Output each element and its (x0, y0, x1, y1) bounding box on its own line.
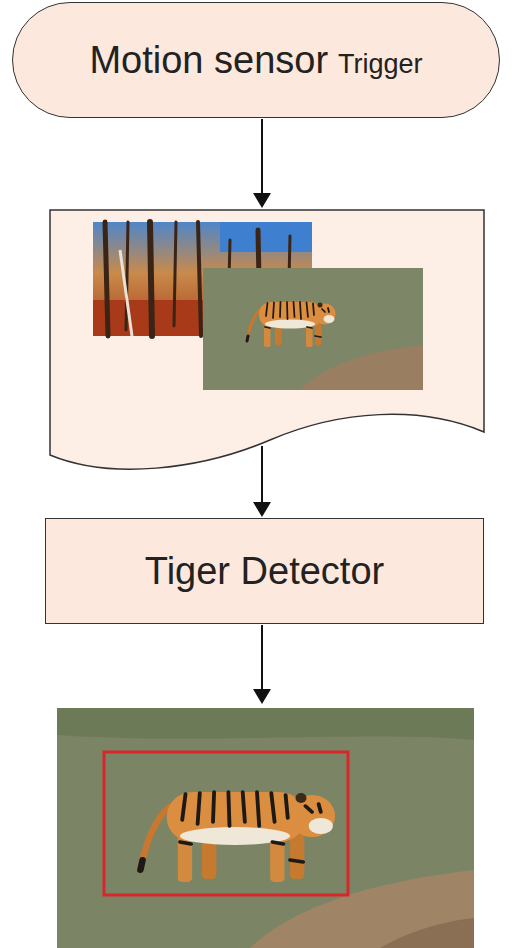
arrow-head (253, 193, 271, 208)
node-label: Trigger (338, 49, 423, 80)
node-text-group: Motion sensor Trigger (89, 39, 422, 82)
bounding-box (104, 752, 348, 895)
node-label: Tiger Detector (145, 550, 384, 593)
arrow-head (253, 502, 271, 517)
arrow-head (253, 689, 271, 704)
flow-arrow (261, 119, 263, 194)
detection-photo (57, 708, 474, 948)
tiger-photo (203, 268, 423, 390)
flow-arrow (261, 446, 263, 503)
process-box: Tiger Detector (45, 518, 484, 624)
document-shape (50, 210, 484, 469)
node-text-group: Tiger Detector (145, 550, 384, 593)
flow-arrow (261, 625, 263, 690)
terminal-box: Motion sensor Trigger (12, 2, 500, 118)
node-label: Motion sensor (89, 39, 328, 82)
